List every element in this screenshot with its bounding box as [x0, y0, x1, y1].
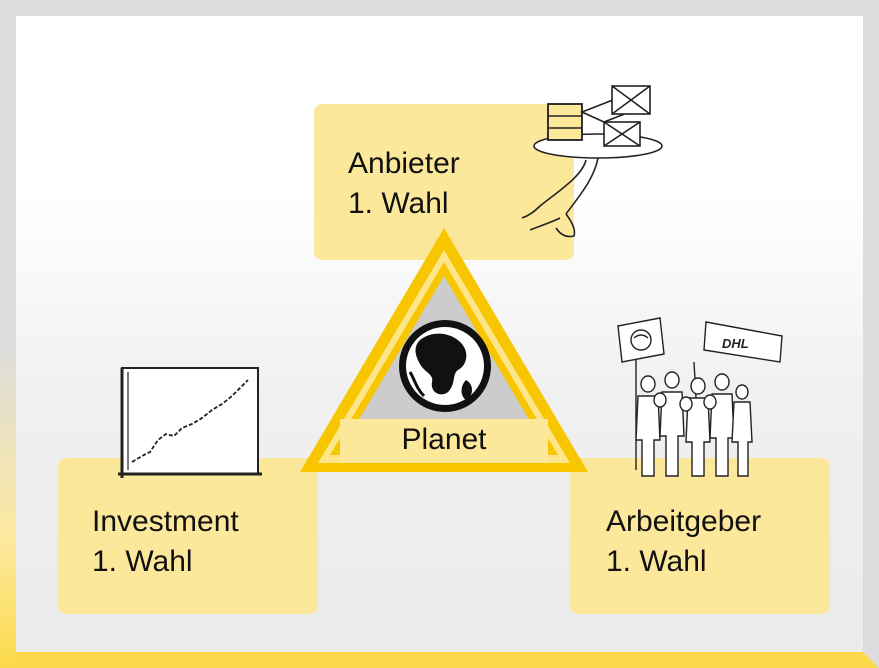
planet-label: Planet [401, 423, 487, 456]
investment-label: Investment 1. Wahl [92, 502, 239, 582]
parcel-tray-icon [521, 85, 663, 238]
crowd-with-flags-icon: DHL [617, 317, 783, 477]
arbeitgeber-title: Arbeitgeber [606, 505, 762, 538]
investment-subtitle: 1. Wahl [92, 545, 193, 578]
anbieter-subtitle: 1. Wahl [348, 187, 449, 220]
line-chart-icon [118, 367, 262, 478]
box-investment [58, 458, 318, 614]
planet-label-background [340, 419, 548, 463]
anbieter-label: Anbieter 1. Wahl [348, 144, 460, 224]
svg-text:DHL: DHL [722, 336, 749, 351]
arbeitgeber-subtitle: 1. Wahl [606, 545, 707, 578]
globe-icon [399, 320, 491, 412]
investment-title: Investment [92, 505, 239, 538]
box-arbeitgeber [570, 458, 830, 614]
arbeitgeber-label: Arbeitgeber 1. Wahl [606, 502, 761, 582]
anbieter-title: Anbieter [348, 147, 460, 180]
